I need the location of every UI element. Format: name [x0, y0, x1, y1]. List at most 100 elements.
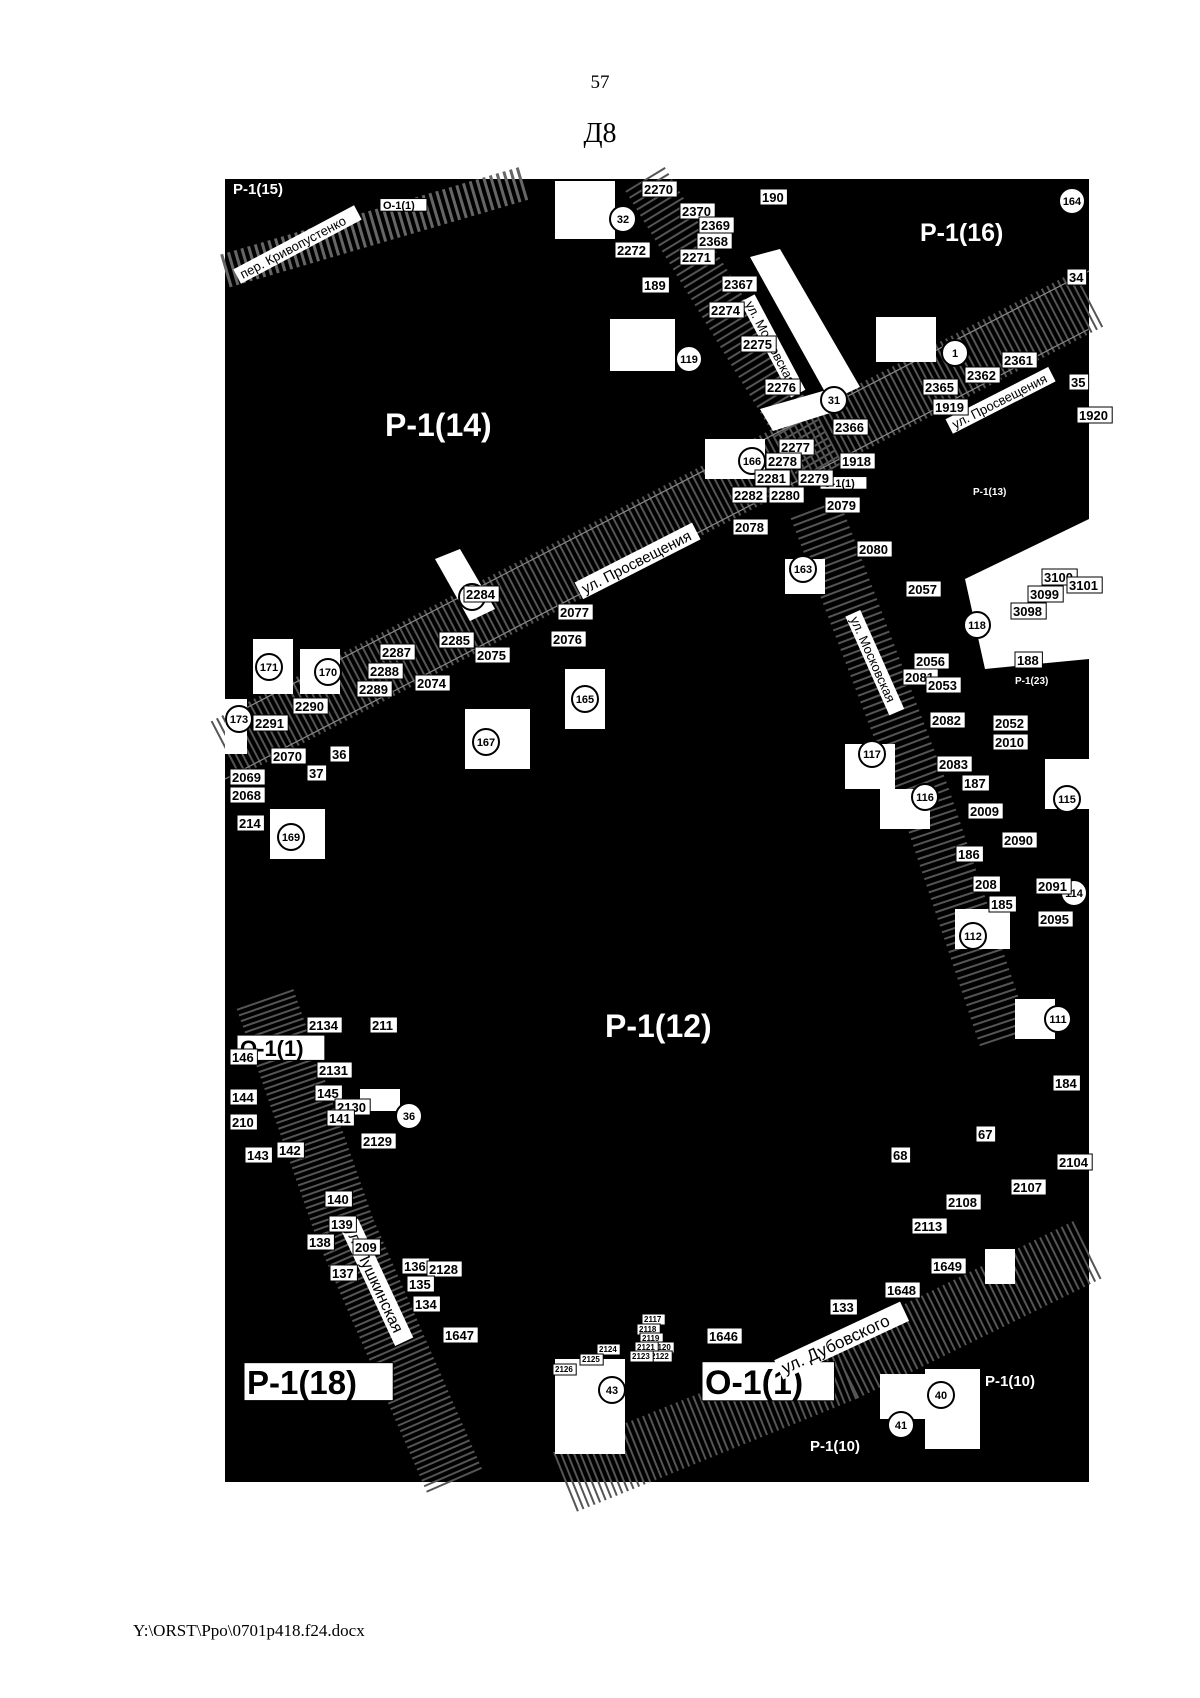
footer-file-path: Y:\ORST\Ppo\0701p418.f24.docx — [133, 1621, 365, 1640]
parcel-number: 2069 — [232, 770, 261, 785]
building-number-circle — [1053, 785, 1081, 813]
parcel-label-box — [992, 733, 1029, 751]
parcel-number: 68 — [893, 1148, 907, 1163]
building-number: 43 — [606, 1385, 618, 1397]
parcel-number: 2078 — [735, 520, 764, 535]
parcel-label-box — [890, 1146, 912, 1164]
building-number-circle — [789, 555, 817, 583]
building-number: 41 — [895, 1420, 907, 1432]
building-number: 36 — [403, 1111, 415, 1123]
parcel-number: 184 — [1055, 1076, 1077, 1091]
building — [610, 319, 675, 371]
parcel-number: 1647 — [445, 1328, 474, 1343]
parcel-number: 2280 — [771, 488, 800, 503]
street-label-bg — [774, 1301, 910, 1380]
parcel-number: 2080 — [859, 542, 888, 557]
parcel-label-box — [930, 1257, 967, 1275]
building — [876, 317, 936, 362]
parcel-label-box — [929, 711, 966, 729]
parcel-number: 2287 — [382, 645, 411, 660]
building-number-circles: 3211916616817117017316516716916313116411… — [225, 187, 1088, 1439]
parcel-label-box — [839, 452, 876, 470]
parcel-number: 190 — [762, 190, 784, 205]
parcel-label-box — [932, 398, 969, 416]
building-number-circle — [675, 345, 703, 373]
zone-label-box — [701, 1361, 835, 1402]
building-number-circle — [255, 653, 283, 681]
building-number-circle — [858, 740, 886, 768]
parcel-number: 2270 — [644, 182, 673, 197]
building-number-circle — [314, 658, 342, 686]
street-corridor-krivopustenko — [220, 166, 530, 288]
parcel-number: 2125 — [582, 1355, 600, 1364]
parcel-label-box — [352, 1238, 381, 1256]
parcel-label-box — [229, 1088, 258, 1106]
parcel-label-box — [629, 1350, 654, 1363]
building-number: 116 — [916, 792, 934, 804]
parcel-label-box — [905, 580, 942, 598]
parcel-label-box — [1068, 373, 1090, 391]
parcel-label-box — [442, 1326, 479, 1344]
street-label-bg — [574, 522, 701, 600]
parcel-number: 185 — [991, 897, 1013, 912]
parcel-number: 2009 — [970, 804, 999, 819]
parcel-label-box — [1066, 268, 1088, 286]
parcel-number: 2284 — [466, 587, 496, 602]
building-number-circle — [911, 783, 939, 811]
parcel-number: 138 — [309, 1235, 331, 1250]
parcel-number: 2104 — [1059, 1155, 1089, 1170]
building — [555, 181, 615, 239]
parcel-label-box — [369, 1016, 398, 1034]
parcel-label-box — [1010, 1178, 1047, 1196]
parcel-number: 187 — [964, 776, 986, 791]
parcel-number: 2118 — [639, 1325, 657, 1334]
parcel-number: 2090 — [1004, 833, 1033, 848]
building-number-circle — [887, 1411, 915, 1439]
parcel-number: 1919 — [935, 400, 964, 415]
parcel-label-box — [292, 697, 329, 715]
parcel-label-box — [884, 1281, 921, 1299]
parcel-number: 2057 — [908, 582, 937, 597]
parcel-label-box — [229, 786, 266, 804]
parcel-label-box — [463, 585, 500, 603]
parcel-number: 2277 — [781, 440, 810, 455]
building-number: 32 — [617, 214, 629, 226]
appendix-title: Д8 — [583, 118, 617, 149]
parcel-label-box — [1027, 585, 1064, 603]
building-number-circle — [1044, 1005, 1072, 1033]
parcel-number: 2367 — [724, 277, 753, 292]
zone-label-box — [243, 1362, 394, 1402]
parcel-number: 2077 — [560, 605, 589, 620]
parcel-label-box — [326, 1109, 355, 1127]
building-number-circle — [609, 205, 637, 233]
building-number: 117 — [863, 749, 881, 761]
building-number: 165 — [576, 694, 594, 706]
parcel-label-box — [614, 241, 651, 259]
parcel-number: 2129 — [363, 1134, 392, 1149]
parcel-number: 2117 — [644, 1315, 662, 1324]
parcel-number: 2279 — [800, 471, 829, 486]
zone-label: Р-1(23) — [1015, 676, 1048, 687]
parcel-number: 139 — [331, 1217, 353, 1232]
building-number-circle — [1058, 187, 1086, 215]
zone-label: Р-1(16) — [920, 219, 1003, 247]
building-number: 1 — [952, 348, 958, 360]
parcel-number: 2128 — [429, 1262, 458, 1277]
building — [880, 1374, 930, 1419]
parcel-label-box — [229, 1113, 258, 1131]
parcel-label-box — [856, 540, 893, 558]
parcel-label-box — [324, 1190, 353, 1208]
building — [985, 1249, 1015, 1284]
parcel-label-box — [329, 1264, 358, 1282]
building-number: 170 — [319, 667, 337, 679]
parcel-number: 1920 — [1079, 408, 1108, 423]
parcel-number: 1648 — [887, 1283, 916, 1298]
zone-label-box — [379, 198, 428, 212]
parcel-number: 1918 — [842, 454, 871, 469]
parcel-label-box — [765, 452, 802, 470]
parcel-label-box — [236, 814, 265, 832]
parcel-label-box — [824, 496, 861, 514]
parcel-number: 208 — [975, 877, 997, 892]
parcel-label-box — [972, 875, 1001, 893]
parcel-label-box — [708, 301, 745, 319]
